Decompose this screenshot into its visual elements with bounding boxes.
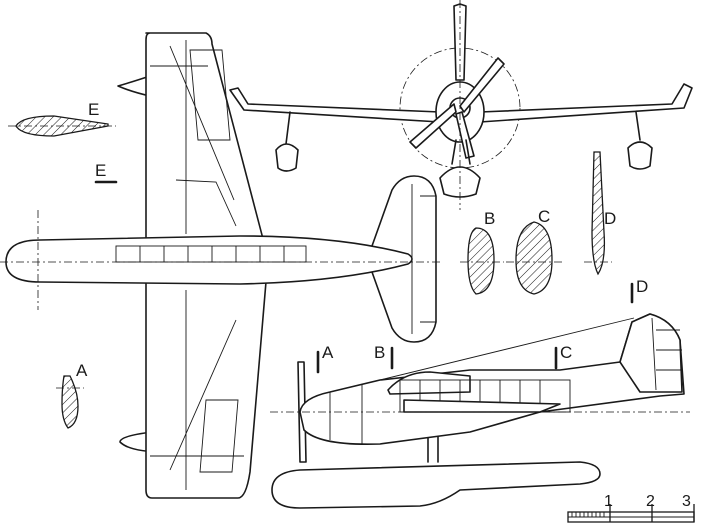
plan-fuselage — [5, 235, 413, 285]
section-b-profile — [467, 227, 495, 295]
scale-bar-label-1: 1 — [604, 493, 613, 510]
front-float-strut-left — [285, 111, 291, 145]
side-view — [270, 313, 690, 509]
section-marker-c: C — [560, 343, 572, 362]
scale-bar-label-2: 2 — [646, 493, 655, 510]
plan-wingtip-float-upper — [117, 75, 151, 97]
front-propeller-blade-1 — [459, 57, 505, 113]
section-marker-a: A — [322, 343, 334, 362]
front-main-strut-left — [451, 139, 457, 165]
plan-aileron-upper — [189, 49, 231, 141]
front-propeller-blade-3 — [455, 111, 475, 159]
front-main-strut-right — [465, 139, 471, 165]
plan-aileron-lower — [199, 399, 239, 473]
front-float-right — [627, 141, 653, 170]
section-d-profile — [591, 151, 606, 276]
section-label-b: B — [484, 209, 495, 228]
section-label-a: A — [76, 361, 88, 380]
front-propeller-disc — [399, 47, 521, 169]
section-a-profile — [61, 375, 79, 429]
section-profiles — [8, 115, 612, 429]
plan-flap-panel — [175, 179, 237, 227]
side-cowling-lines — [329, 384, 363, 444]
side-rudder-line — [651, 317, 682, 391]
section-label-d: D — [604, 209, 616, 228]
front-float-strut-right — [635, 111, 641, 141]
scale-bar: 1 2 3 — [567, 493, 695, 523]
side-window-dividers — [419, 380, 541, 412]
side-main-float — [271, 461, 601, 509]
plan-view — [0, 32, 440, 499]
section-label-c: C — [538, 207, 550, 226]
front-fin — [453, 3, 467, 81]
scale-bar-fine-ticks — [571, 512, 605, 517]
scale-bar-label-3: 3 — [682, 493, 691, 510]
side-canopy — [387, 371, 471, 395]
plan-flap-line — [169, 40, 237, 490]
side-fuselage — [299, 313, 685, 446]
plan-window-dividers — [139, 246, 285, 262]
front-float-left — [275, 143, 299, 172]
front-view — [229, 0, 693, 210]
front-propeller-blade-2 — [409, 103, 457, 149]
section-letter-labels: E E B C D A A B C D — [76, 100, 648, 380]
section-marker-e: E — [95, 161, 106, 180]
side-antenna-wire — [379, 317, 635, 381]
section-marker-d: D — [636, 277, 648, 296]
side-fin — [619, 313, 683, 393]
section-c-profile — [515, 221, 553, 295]
side-wing-root — [403, 399, 561, 413]
section-label-e: E — [88, 100, 99, 119]
section-marker-b: B — [374, 343, 385, 362]
